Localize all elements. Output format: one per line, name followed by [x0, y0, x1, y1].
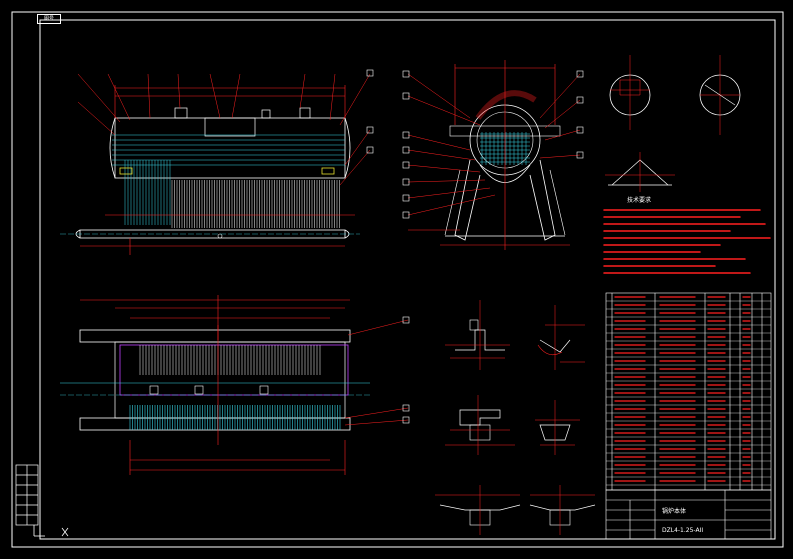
title-block [605, 489, 772, 540]
title-block-code: DZL4-1.25-AII [662, 527, 704, 534]
parts-list-table [605, 292, 772, 491]
boiler-plan-view [60, 295, 410, 475]
left-margin-table [15, 464, 39, 526]
ucs-icon [33, 525, 69, 537]
tech-notes [603, 209, 771, 274]
boiler-side-view [402, 60, 584, 250]
tech-requirements-title: 技术要求 [627, 197, 652, 204]
boiler-front-view [60, 69, 374, 255]
detail-sections [605, 55, 741, 192]
outer-border [11, 11, 784, 548]
drawing-tag: 图号 [37, 14, 61, 24]
inner-border [39, 19, 776, 540]
detail-parts [435, 300, 596, 535]
title-block-name: 锅炉本体 [662, 508, 687, 515]
